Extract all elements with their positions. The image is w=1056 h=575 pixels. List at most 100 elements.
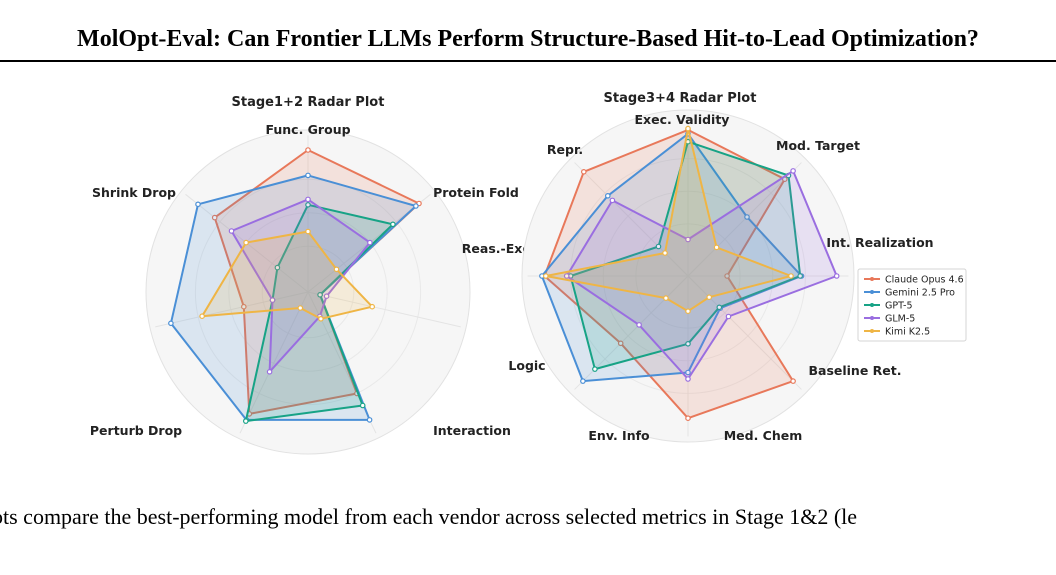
radar-point-glm-5	[790, 168, 796, 174]
radar-series-kimi-k2-5	[201, 230, 374, 320]
radar-point-gpt-5	[359, 402, 366, 409]
radar-point-gpt-5	[797, 273, 804, 279]
radar-axis-label-baseline-ret: Baseline Ret.	[808, 363, 901, 378]
radar-point-gpt-5	[716, 304, 723, 311]
radar-axis-label-mod-target: Mod. Target	[776, 138, 860, 153]
radar-series-gemini-2-5-pro	[169, 174, 417, 421]
radar-point-claude-opus-4-6	[724, 273, 730, 279]
radar-point-kimi-k2-5	[318, 315, 324, 322]
radar-point-kimi-k2-5	[369, 303, 376, 310]
radar-point-gpt-5	[243, 418, 249, 424]
radar-axis-label-repr: Repr.	[547, 142, 583, 157]
radar-point-gemini-2-5-pro	[685, 369, 691, 376]
radar-point-glm-5	[266, 368, 273, 375]
radar-point-claude-opus-4-6	[211, 214, 218, 221]
radar-point-glm-5	[833, 273, 840, 279]
radar-point-glm-5	[563, 273, 570, 279]
radar-point-gemini-2-5-pro	[366, 417, 373, 423]
radar-axis-label-perturb-drop: Perturb Drop	[90, 423, 182, 438]
legend-marker-gpt-5	[870, 303, 874, 307]
radar-point-gemini-2-5-pro	[168, 320, 174, 327]
radar-point-kimi-k2-5	[685, 308, 691, 315]
radar-axis-label-interaction: Interaction	[433, 423, 511, 438]
legend-label-gpt-5: GPT-5	[885, 301, 913, 312]
radar-title-stage12: Stage1+2 Radar Plot	[232, 95, 385, 110]
radar-point-gemini-2-5-pro	[195, 201, 201, 208]
radar-point-kimi-k2-5	[542, 273, 549, 279]
radar-point-claude-opus-4-6	[685, 415, 691, 422]
radar-point-gpt-5	[592, 366, 598, 372]
radar-point-kimi-k2-5	[199, 313, 205, 320]
radar-point-glm-5	[323, 293, 330, 300]
radar-point-claude-opus-4-6	[790, 378, 796, 384]
legend-label-glm-5: GLM-5	[885, 314, 915, 325]
radar-point-gpt-5	[305, 202, 311, 208]
legend-marker-claude-opus-4-6	[870, 277, 874, 281]
radar-point-glm-5	[228, 228, 235, 234]
title-rule	[0, 60, 1056, 62]
radar-axis-label-int-realization: Int. Realization	[826, 235, 933, 250]
radar-axis-line	[239, 291, 309, 434]
radar-title-stage34: Stage3+4 Radar Plot	[604, 91, 757, 106]
radar-point-gpt-5	[685, 340, 691, 347]
legend-label-claude-opus-4-6: Claude Opus 4.6	[885, 275, 964, 286]
radar-point-gemini-2-5-pro	[413, 203, 419, 209]
radar-point-kimi-k2-5	[685, 125, 691, 132]
legend-marker-glm-5	[870, 316, 874, 320]
radar-point-claude-opus-4-6	[241, 303, 247, 310]
paper-title: MolOpt-Eval: Can Frontier LLMs Perform S…	[77, 26, 979, 52]
legend-marker-kimi-k2-5	[870, 329, 874, 333]
radar-point-gemini-2-5-pro	[744, 214, 750, 220]
radar-point-kimi-k2-5	[706, 294, 713, 301]
radar-point-glm-5	[636, 322, 642, 328]
radar-point-gpt-5	[655, 243, 662, 250]
radar-axis-label-reas-exec: Reas.-Exec	[462, 241, 538, 256]
radar-point-kimi-k2-5	[333, 266, 340, 273]
radar-series-glm-5	[230, 198, 371, 373]
radar-axis-label-exec-validity: Exec. Validity	[635, 112, 730, 127]
radar-point-glm-5	[725, 313, 732, 320]
radar-point-claude-opus-4-6	[617, 340, 624, 347]
radar-axis-line	[687, 275, 802, 390]
radar-point-kimi-k2-5	[305, 228, 311, 235]
radar-point-gpt-5	[390, 221, 396, 228]
radar-point-gemini-2-5-pro	[580, 378, 586, 384]
radar-axis-label-env-info: Env. Info	[588, 428, 650, 443]
radar-point-glm-5	[305, 196, 311, 203]
radar-point-claude-opus-4-6	[305, 147, 311, 153]
legend-label-kimi-k2-5: Kimi K2.5	[885, 327, 930, 338]
radar-point-kimi-k2-5	[713, 244, 720, 251]
radar-point-glm-5	[367, 239, 373, 246]
figure-caption: ots compare the best-performing model fr…	[0, 504, 858, 529]
radar-point-kimi-k2-5	[663, 295, 669, 301]
radar-axis-label-func-group: Func. Group	[265, 122, 350, 137]
legend-label-gemini-2-5-pro: Gemini 2.5 Pro	[885, 288, 955, 299]
legend-box	[857, 268, 967, 342]
radar-point-glm-5	[609, 197, 616, 204]
radar-axis-line	[307, 291, 461, 328]
radar-axis-label-logic: Logic	[508, 358, 545, 373]
radar-point-kimi-k2-5	[662, 250, 668, 256]
legend-marker-gemini-2-5-pro	[870, 290, 874, 294]
radar-axis-line	[574, 162, 689, 277]
radar-point-gemini-2-5-pro	[604, 193, 611, 199]
radar-axis-label-protein-fold: Protein Fold	[433, 185, 519, 200]
radar-point-kimi-k2-5	[297, 305, 304, 311]
radar-point-glm-5	[685, 236, 691, 243]
radar-axis-label-shrink-drop: Shrink Drop	[92, 185, 176, 200]
radar-point-gpt-5	[317, 292, 323, 298]
radar-point-kimi-k2-5	[243, 239, 249, 246]
radar-point-gpt-5	[274, 264, 281, 271]
radar-point-claude-opus-4-6	[580, 169, 587, 175]
radar-axis-label-med-chem: Med. Chem	[724, 428, 803, 443]
radar-point-glm-5	[685, 376, 691, 382]
radar-point-glm-5	[269, 297, 276, 303]
radar-point-gemini-2-5-pro	[305, 172, 311, 179]
radar-point-kimi-k2-5	[788, 273, 794, 279]
radar-axis-line	[155, 291, 309, 328]
